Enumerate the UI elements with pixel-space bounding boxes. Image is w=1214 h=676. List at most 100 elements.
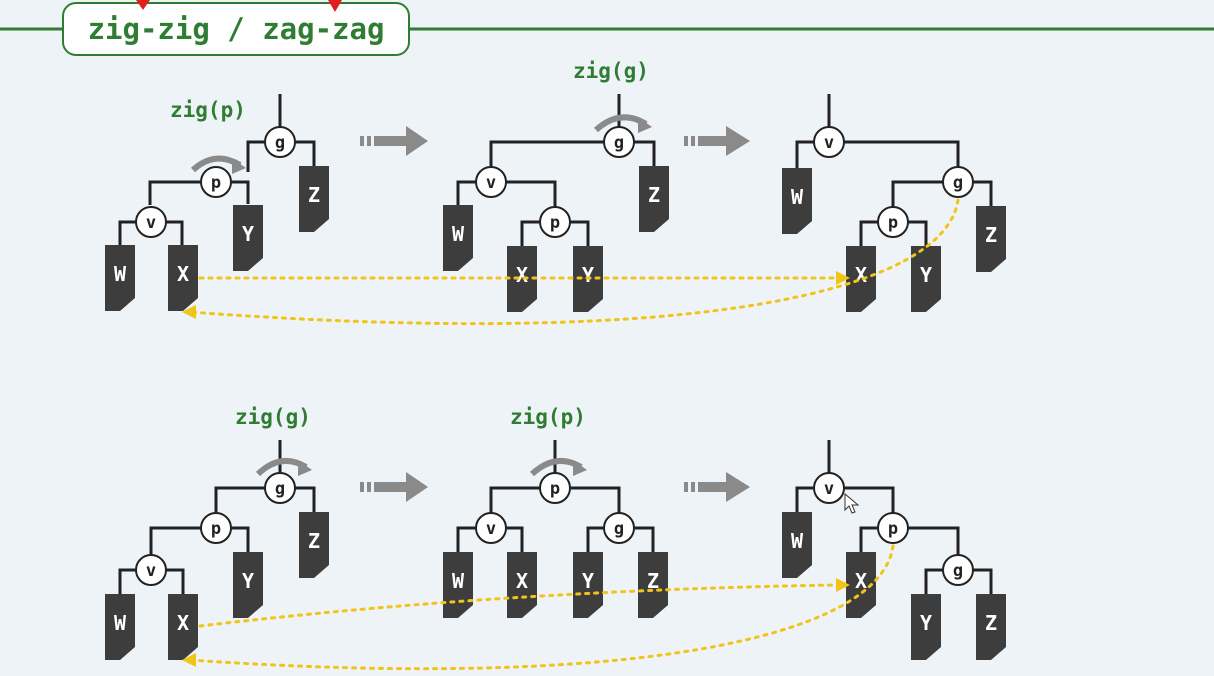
bottom-step2-rotate-arrowhead [573, 460, 587, 476]
bottom-step2-leaf-x: X [507, 552, 537, 618]
bottom-step1-leaf-w: W [105, 594, 135, 660]
top-step1-rotate-arrowhead [232, 158, 246, 174]
top-step3-node-p: p [877, 206, 909, 238]
svg-text:v: v [146, 561, 156, 581]
bottom-step1-leaf-z: Z [299, 512, 329, 578]
svg-text:Y: Y [582, 263, 594, 287]
top-step3-node-g: g [942, 166, 974, 198]
svg-text:W: W [791, 185, 804, 209]
top-step2-tree [456, 94, 656, 246]
bottom-dotted-links [188, 544, 895, 671]
svg-text:Z: Z [985, 611, 997, 635]
bottom-step3-node-v: v [813, 472, 845, 504]
top-step1-leaf-w: W [105, 245, 135, 311]
svg-text:g: g [953, 561, 963, 581]
svg-text:Y: Y [920, 263, 932, 287]
svg-text:W: W [452, 569, 465, 593]
bottom-step2-tree [456, 440, 655, 552]
bottom-step3-node-g: g [942, 554, 974, 586]
bottom-step1-node-v: v [135, 554, 167, 586]
bottom-step1-leaf-x: X [168, 594, 198, 660]
svg-text:X: X [516, 569, 528, 593]
red-marker-icon-1 [136, 0, 150, 10]
svg-text:g: g [953, 173, 963, 193]
top-step3-tree [795, 94, 993, 246]
bottom-step2-node-p: p [539, 472, 571, 504]
top-step3-node-v: v [813, 126, 845, 158]
top-step1-leaf-z: Z [299, 166, 329, 232]
bottom-step3-leaf-y: Y [911, 594, 941, 660]
top-step1-leaf-y: Y [233, 205, 263, 271]
svg-text:p: p [888, 519, 898, 539]
top-transition-arrow-2 [684, 126, 750, 156]
bottom-step3-leaf-z: Z [976, 594, 1006, 660]
bottom-step2-node-v: v [475, 512, 507, 544]
top-step2-rotate-arrowhead [638, 117, 652, 133]
top-step2-node-v: v [475, 166, 507, 198]
bottom-step2-leaf-w: W [443, 552, 473, 618]
bottom-dotted-arrowhead-2 [182, 653, 196, 667]
bottom-step1-node-g: g [264, 472, 296, 504]
svg-text:W: W [452, 222, 465, 246]
svg-text:Y: Y [242, 222, 254, 246]
bottom-transition-arrow-2 [684, 472, 750, 502]
svg-text:v: v [486, 519, 496, 539]
bottom-step3-leaf-x: X [846, 552, 876, 618]
svg-text:v: v [824, 479, 834, 499]
svg-text:p: p [550, 479, 560, 499]
top-step3-leaf-z: Z [976, 206, 1006, 272]
svg-text:Z: Z [647, 569, 659, 593]
bottom-step2-leaf-y: Y [573, 552, 603, 618]
svg-text:Z: Z [308, 183, 320, 207]
svg-text:g: g [614, 519, 624, 539]
svg-text:p: p [888, 213, 898, 233]
svg-text:g: g [275, 133, 285, 153]
svg-text:g: g [275, 479, 285, 499]
cursor-icon [844, 492, 860, 514]
top-dotted-arrowhead-1 [836, 271, 850, 285]
svg-text:g: g [614, 133, 624, 153]
svg-text:X: X [177, 611, 189, 635]
svg-text:v: v [146, 213, 156, 233]
top-step3-leaf-w: W [782, 168, 812, 234]
svg-text:X: X [855, 263, 867, 287]
top-step2-node-g: g [603, 126, 635, 158]
svg-text:v: v [824, 133, 834, 153]
page-title: zig-zig / zag-zag [62, 2, 410, 56]
svg-text:Z: Z [985, 223, 997, 247]
bottom-transition-arrow-1 [360, 472, 428, 502]
bottom-dotted-arrowhead-1 [836, 578, 850, 592]
top-step2-leaf-z: Z [639, 166, 669, 232]
marker-layer [136, 0, 342, 12]
svg-text:Z: Z [648, 183, 660, 207]
svg-text:p: p [211, 519, 221, 539]
svg-text:Y: Y [242, 569, 254, 593]
top-step2-op-label: zig(g) [573, 59, 649, 83]
bottom-step1-leaf-y: Y [233, 552, 263, 618]
top-step2-node-p: p [539, 206, 571, 238]
top-step1-node-p: p [200, 166, 232, 198]
bottom-step2-leaf-z: Z [638, 552, 668, 618]
svg-text:Y: Y [582, 569, 594, 593]
bottom-step1-rotate-arrowhead [298, 460, 312, 476]
top-dotted-links [188, 198, 960, 326]
bottom-step1-node-p: p [200, 512, 232, 544]
top-step3-leaf-y: Y [911, 246, 941, 312]
bottom-step3-leaf-w: W [782, 512, 812, 578]
bottom-step1-op-label: zig(g) [235, 405, 311, 429]
top-step1-op-label: zig(p) [170, 98, 246, 122]
bottom-step3-node-p: p [877, 512, 909, 544]
page-title-text: zig-zig / zag-zag [87, 12, 385, 46]
svg-text:X: X [855, 569, 867, 593]
red-marker-icon-2 [328, 0, 342, 12]
bottom-step2-node-g: g [603, 512, 635, 544]
svg-text:p: p [550, 213, 560, 233]
svg-text:X: X [177, 262, 189, 286]
svg-text:p: p [211, 173, 221, 193]
top-step1-tree [118, 94, 316, 245]
svg-text:X: X [516, 263, 528, 287]
svg-text:W: W [791, 529, 804, 553]
bottom-step1-tree [118, 440, 316, 594]
svg-text:v: v [486, 173, 496, 193]
